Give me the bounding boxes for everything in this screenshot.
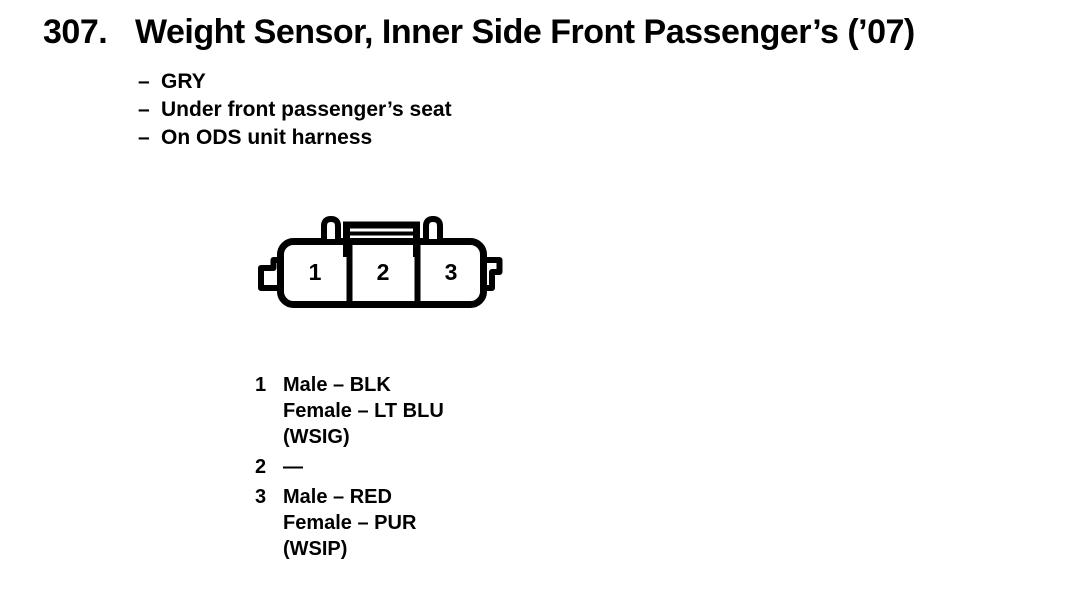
cavity-number-2: 2 — [377, 259, 390, 285]
page-title: 307. Weight Sensor, Inner Side Front Pas… — [43, 13, 915, 52]
pinout-row-1: 1 Male – BLK Female – LT BLU (WSIG) — [255, 372, 444, 450]
detail-text: GRY — [161, 70, 206, 93]
title-number: 307. — [43, 13, 108, 51]
detail-item: –Under front passenger’s seat — [138, 96, 452, 124]
pin-line-female: Female – LT BLU — [283, 400, 444, 422]
pin-number: 1 — [255, 374, 267, 396]
pin-number: 2 — [255, 456, 267, 478]
pin-line-none: — — [283, 456, 303, 478]
cavity-number-1: 1 — [309, 259, 322, 285]
dash-bullet: – — [138, 98, 150, 121]
latch-tab-left-icon — [321, 215, 341, 239]
dash-bullet: – — [138, 70, 150, 93]
side-key-right-icon — [484, 257, 503, 291]
pin-line-female: Female – PUR — [283, 512, 417, 534]
pin-wire-info: — — [283, 454, 303, 480]
title-text: Weight Sensor, Inner Side Front Passenge… — [135, 13, 915, 51]
connector-body — [277, 238, 487, 308]
pinout-row-2: 2 — — [255, 454, 444, 480]
pin-line-male: Male – BLK — [283, 374, 391, 396]
pin-line-signal: (WSIP) — [283, 538, 348, 560]
detail-text: Under front passenger’s seat — [161, 98, 452, 121]
cavity-number-3: 3 — [445, 259, 458, 285]
detail-item: –GRY — [138, 68, 452, 96]
pin-wire-info: Male – RED Female – PUR (WSIP) — [283, 484, 416, 562]
detail-item: –On ODS unit harness — [138, 124, 452, 152]
pin-line-signal: (WSIG) — [283, 426, 350, 448]
pin-line-male: Male – RED — [283, 486, 392, 508]
dash-bullet: – — [138, 126, 150, 149]
detail-text: On ODS unit harness — [161, 126, 373, 149]
pinout-row-3: 3 Male – RED Female – PUR (WSIP) — [255, 484, 444, 562]
latch-tab-right-icon — [423, 215, 443, 239]
pin-wire-info: Male – BLK Female – LT BLU (WSIG) — [283, 372, 444, 450]
pinout-list: 1 Male – BLK Female – LT BLU (WSIG) 2 — … — [255, 372, 444, 566]
detail-list: –GRY –Under front passenger’s seat –On O… — [138, 68, 452, 152]
pin-number: 3 — [255, 486, 267, 508]
connector-diagram: 1 2 3 — [240, 200, 530, 330]
side-key-left-icon — [258, 257, 280, 291]
